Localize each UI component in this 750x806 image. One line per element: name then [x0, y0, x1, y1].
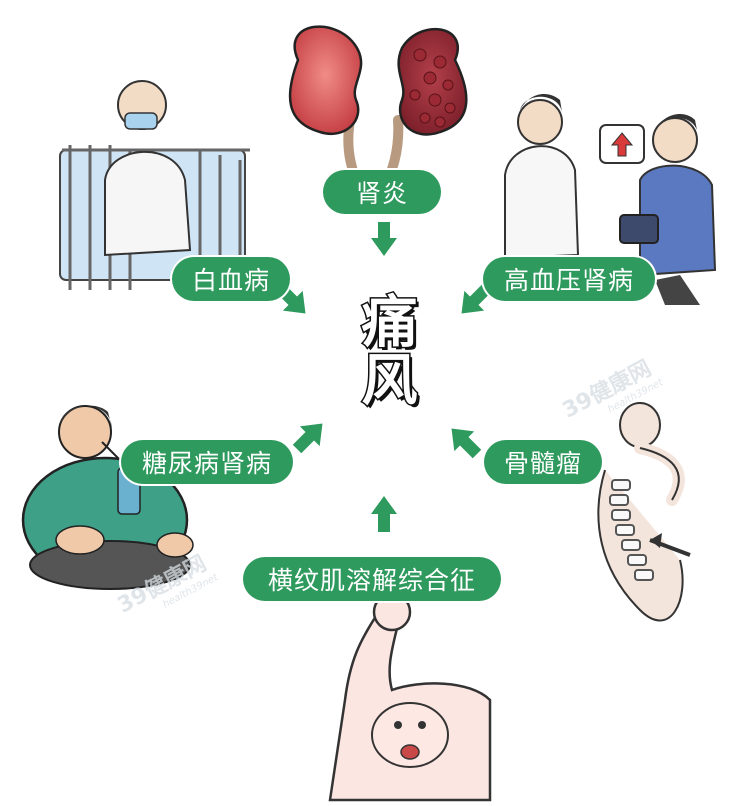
arrow-from-mid-left	[292, 423, 323, 454]
label-hypertensive-nephropathy: 高血压肾病	[483, 257, 655, 301]
label-nephritis: 肾炎	[323, 170, 441, 214]
label-rhabdomyolysis: 横纹肌溶解综合征	[243, 557, 501, 601]
arrow-from-bottom	[371, 496, 397, 532]
center-title: 痛风	[351, 291, 420, 410]
arrow-from-mid-right	[451, 428, 482, 459]
label-leukemia: 白血病	[172, 257, 290, 301]
obese-patient-illustration	[21, 405, 194, 590]
flexed-arm-illustration	[328, 592, 492, 802]
skeleton-spine-illustration	[597, 402, 691, 622]
label-myeloma: 骨髓瘤	[484, 440, 602, 484]
arrow-from-top	[371, 222, 397, 256]
hospital-patient-illustration	[59, 80, 250, 290]
blood-pressure-illustration	[504, 94, 717, 305]
kidneys-illustration	[288, 25, 468, 195]
label-diabetic-nephropathy: 糖尿病肾病	[121, 440, 293, 484]
